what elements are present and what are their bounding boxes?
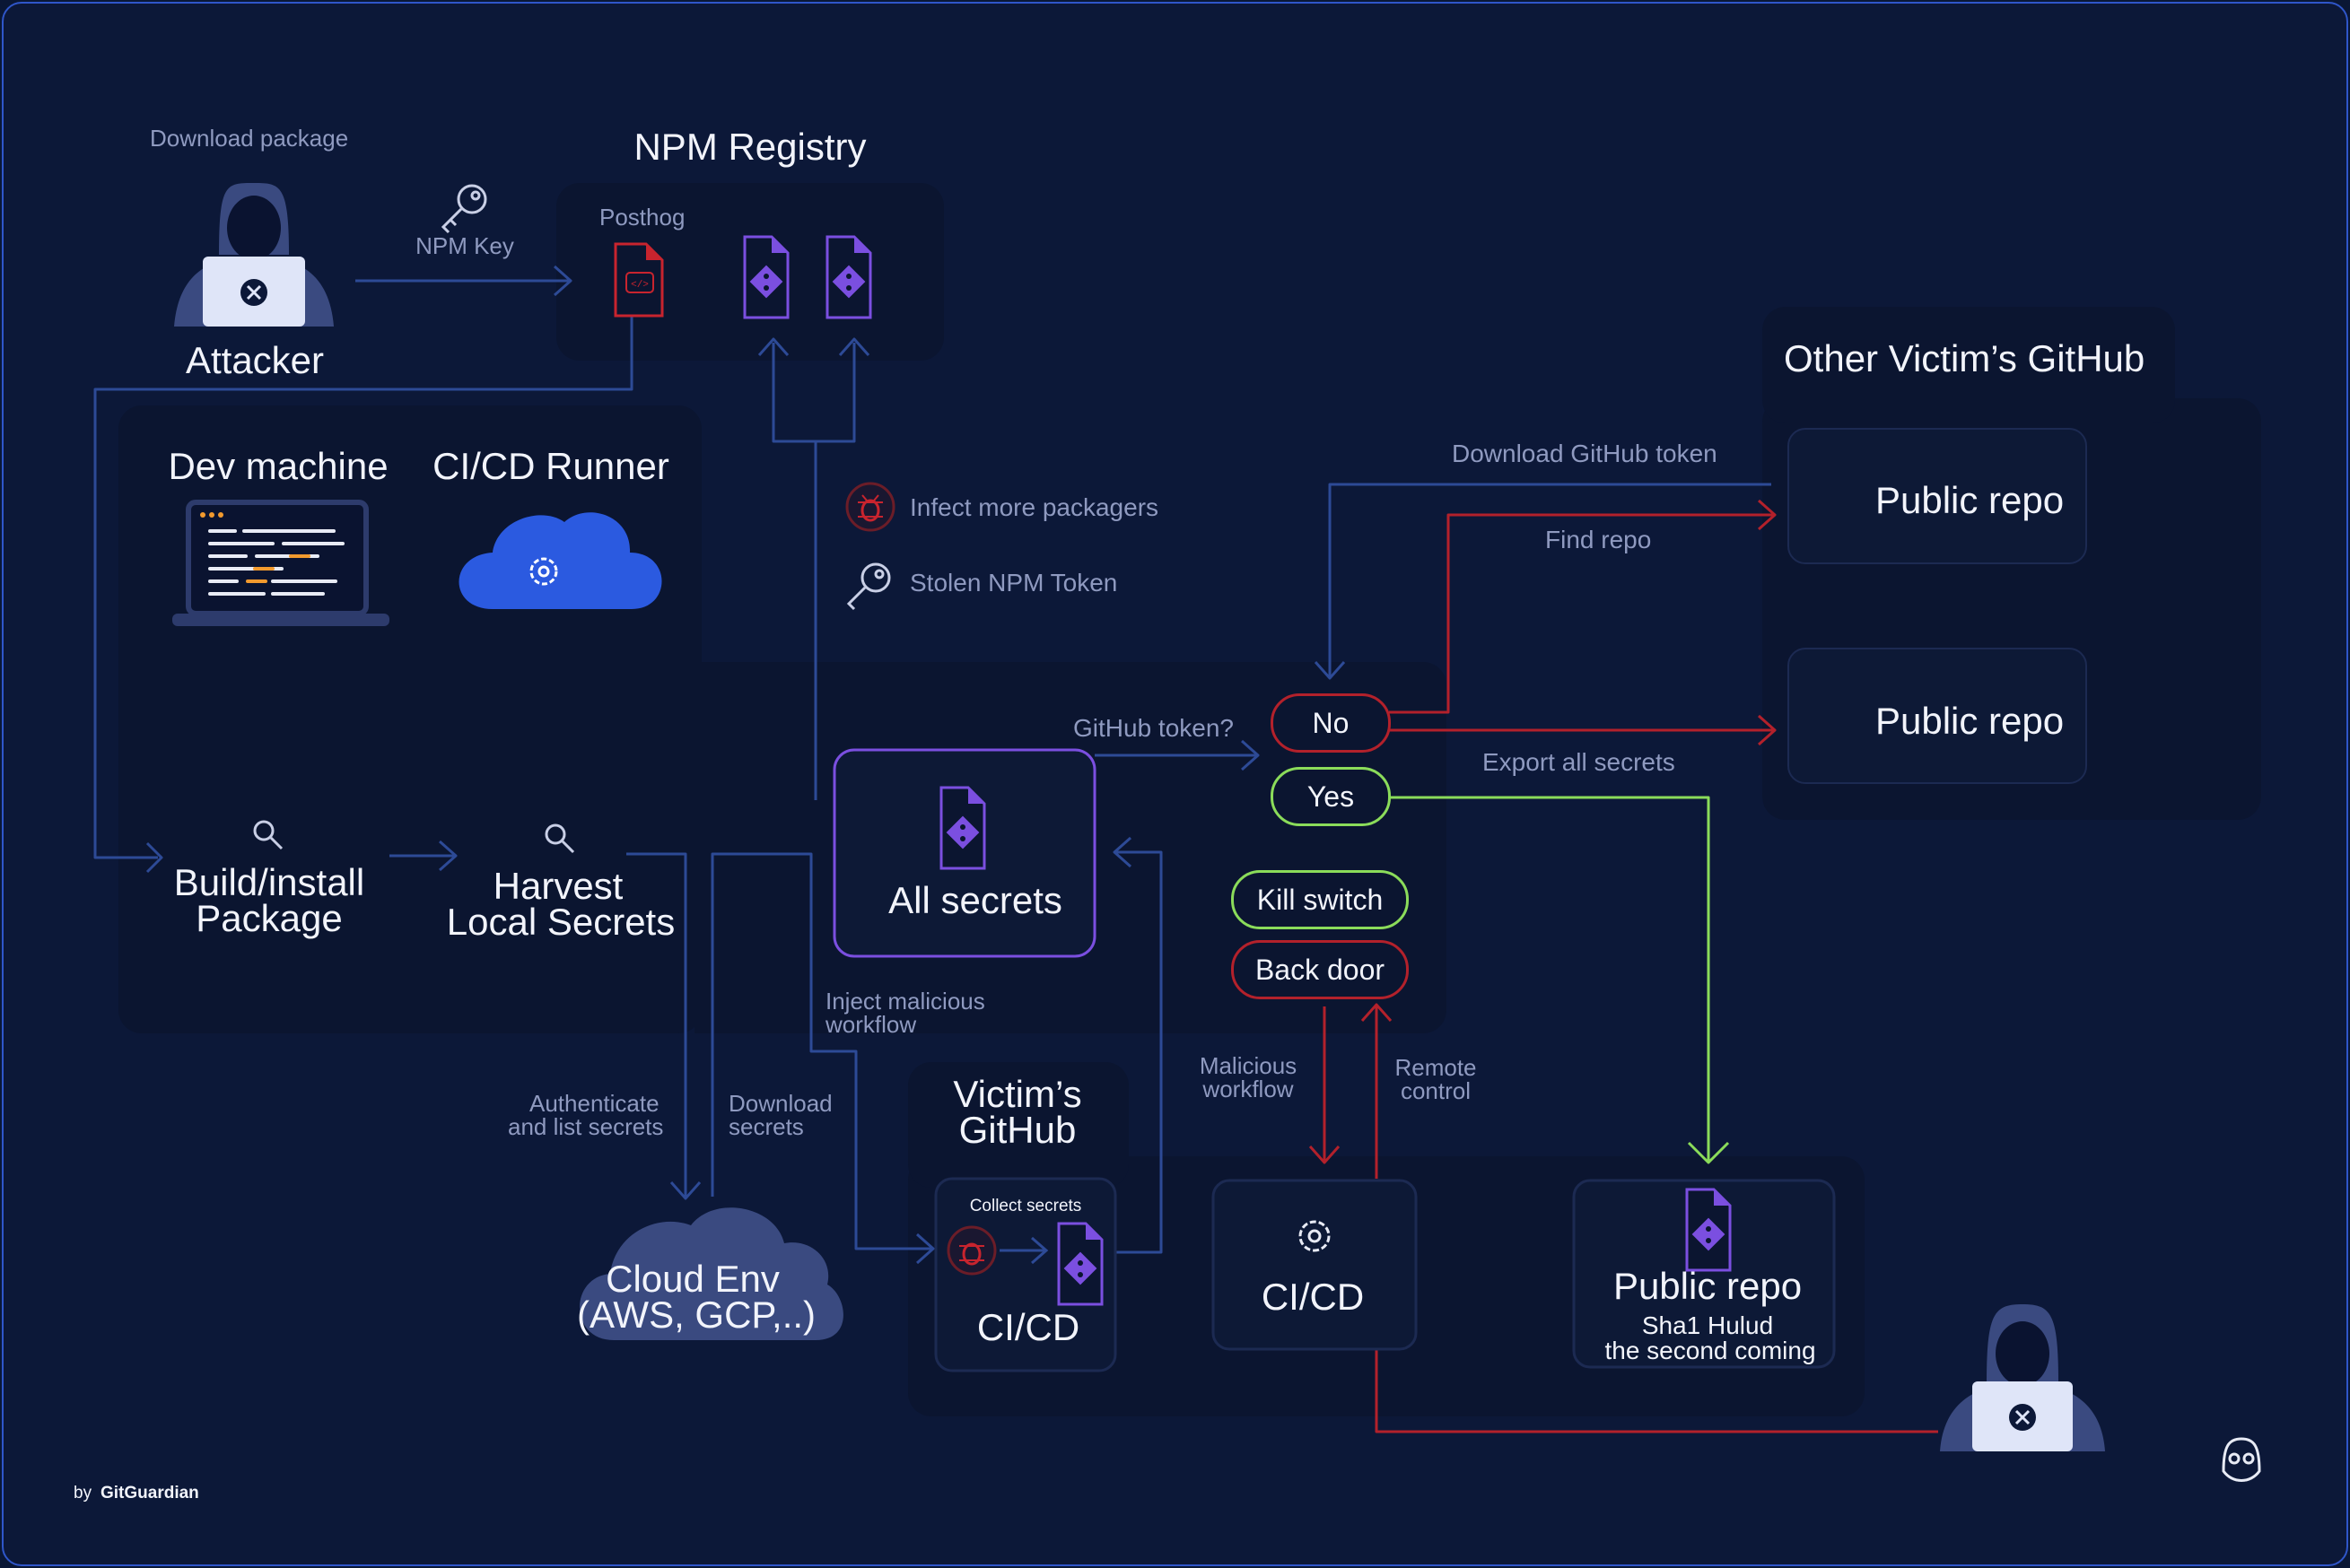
collect-bug-icon [947, 1225, 997, 1276]
posthog-package-icon: </> [614, 242, 664, 318]
decision-no-pill: No [1271, 693, 1391, 753]
connector-layer: </> [93, 183, 2261, 1482]
dev-machine-label: Dev machine [168, 445, 389, 487]
other-repo-2-label: Public repo [1875, 700, 2065, 742]
victim-public-repo-line2: Sha1 Hulud [1641, 1311, 1774, 1339]
other-github-title: Other Victim’s GitHub [1784, 337, 2145, 379]
legend-infect-label: Infect more packagers [910, 493, 1159, 521]
posthog-label: Posthog [599, 204, 686, 231]
github-token-question: GitHub token? [1073, 714, 1234, 742]
collect-secrets-label: Collect secrets [969, 1197, 1082, 1215]
cloud-env-label-line2: (AWS, GCP,..) [576, 1294, 817, 1336]
harvest-wrench-icon [545, 823, 575, 854]
legend-stolen-label: Stolen NPM Token [910, 569, 1118, 597]
victim-public-repo-line3: the second coming [1604, 1337, 1816, 1364]
stolen-key-icon [846, 562, 891, 611]
cloud-env-icon [579, 1207, 843, 1340]
victim-public-repo-label: Public repo [1612, 1265, 1803, 1307]
other-repo-1-label: Public repo [1875, 479, 2065, 521]
harvest-label-line1: Harvest [493, 865, 624, 907]
collect-file-icon [1057, 1222, 1104, 1306]
victim-github-title-line2: GitHub [958, 1109, 1077, 1151]
download-secrets-label-line1: Download [729, 1090, 833, 1117]
remote-control-label-line2: control [1400, 1077, 1472, 1104]
authenticate-label-line1: Authenticate [529, 1090, 660, 1117]
decision-yes-pill: Yes [1271, 767, 1391, 826]
cicd-runner-cloud-icon [459, 512, 662, 609]
harvest-label-line2: Local Secrets [446, 901, 676, 943]
export-all-secrets-label: Export all secrets [1482, 748, 1675, 776]
cicd-gear-icon [1298, 1220, 1331, 1252]
download-github-token-label: Download GitHub token [1452, 440, 1717, 467]
malicious-workflow-label-line2: workflow [1202, 1076, 1294, 1102]
gitguardian-logo-icon [2222, 1437, 2261, 1482]
authenticate-label-line2: and list secrets [508, 1113, 664, 1140]
other-repo-card-1 [1787, 428, 2087, 564]
cloud-env-label-line1: Cloud Env [606, 1258, 780, 1300]
npm-key-label: NPM Key [415, 232, 514, 259]
inject-workflow-label-line1: Inject malicious [826, 988, 985, 1015]
attacker-label: Attacker [185, 339, 325, 381]
attacker-bottom-icon [1940, 1304, 2105, 1451]
footer-by: by [74, 1484, 92, 1503]
cicd-label-2: CI/CD [1261, 1276, 1365, 1318]
inject-workflow-label-line2: workflow [826, 1011, 917, 1038]
footer-brand: GitGuardian [100, 1484, 199, 1503]
laptop-icon [172, 500, 389, 626]
cicd-card [1211, 1179, 1418, 1351]
cicd-runner-label: CI/CD Runner [432, 445, 669, 487]
victim-github-title-line1: Victim’s [953, 1073, 1082, 1115]
all-secrets-label: All secrets [888, 879, 1062, 921]
other-github-tab [1762, 307, 2175, 423]
victim-github-tab [908, 1062, 1129, 1188]
find-repo-label: Find repo [1545, 526, 1652, 553]
download-package-label: Download package [150, 125, 349, 152]
npm-key-icon [441, 184, 487, 234]
all-secrets-file-icon [939, 786, 986, 870]
infect-bug-icon [845, 482, 895, 532]
registry-package-icon-2 [826, 235, 872, 319]
registry-package-icon-1 [743, 235, 790, 319]
build-wrench-icon [253, 820, 284, 850]
download-secrets-label-line2: secrets [729, 1113, 804, 1140]
other-repo-card-2 [1787, 648, 2087, 784]
malicious-workflow-label-line1: Malicious [1199, 1052, 1297, 1079]
remote-control-label-line1: Remote [1394, 1054, 1477, 1081]
npm-registry-title: NPM Registry [633, 126, 867, 168]
attacker-hacker-icon [174, 183, 334, 327]
victim-public-repo-icon [1685, 1188, 1732, 1272]
build-install-label-line1: Build/install [173, 861, 365, 903]
cicd-label-1: CI/CD [976, 1306, 1080, 1348]
kill-switch-pill: Kill switch [1231, 870, 1409, 929]
victim-public-repo-card [1572, 1179, 1836, 1369]
build-install-label-line2: Package [196, 897, 343, 939]
back-door-pill: Back door [1231, 940, 1409, 999]
svg-text:</>: </> [631, 280, 649, 291]
